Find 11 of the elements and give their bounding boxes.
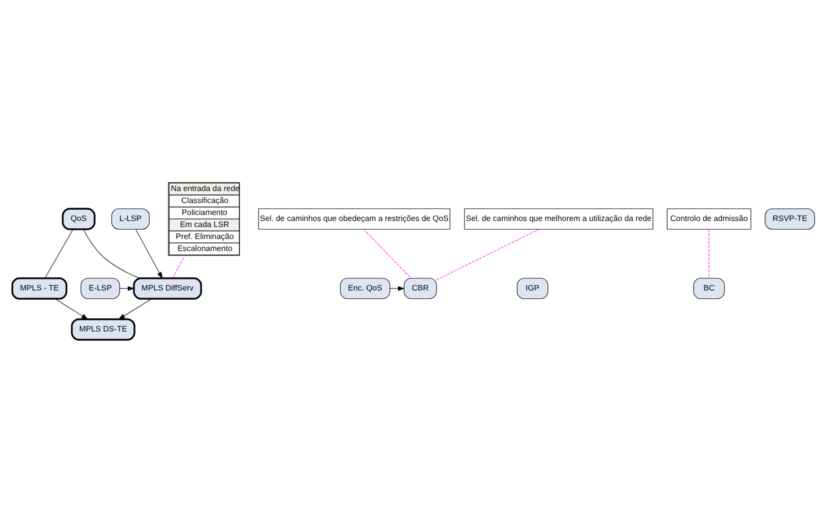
connector bbox=[172, 257, 184, 278]
arrow bbox=[390, 286, 405, 291]
arrow bbox=[119, 286, 135, 291]
connector bbox=[44, 229, 74, 278]
connector bbox=[83, 228, 140, 278]
arrow bbox=[54, 298, 88, 320]
arrow bbox=[118, 298, 152, 320]
connector bbox=[363, 229, 412, 278]
connector bbox=[436, 229, 540, 280]
connector bbox=[708, 229, 710, 278]
arrow bbox=[136, 229, 163, 279]
